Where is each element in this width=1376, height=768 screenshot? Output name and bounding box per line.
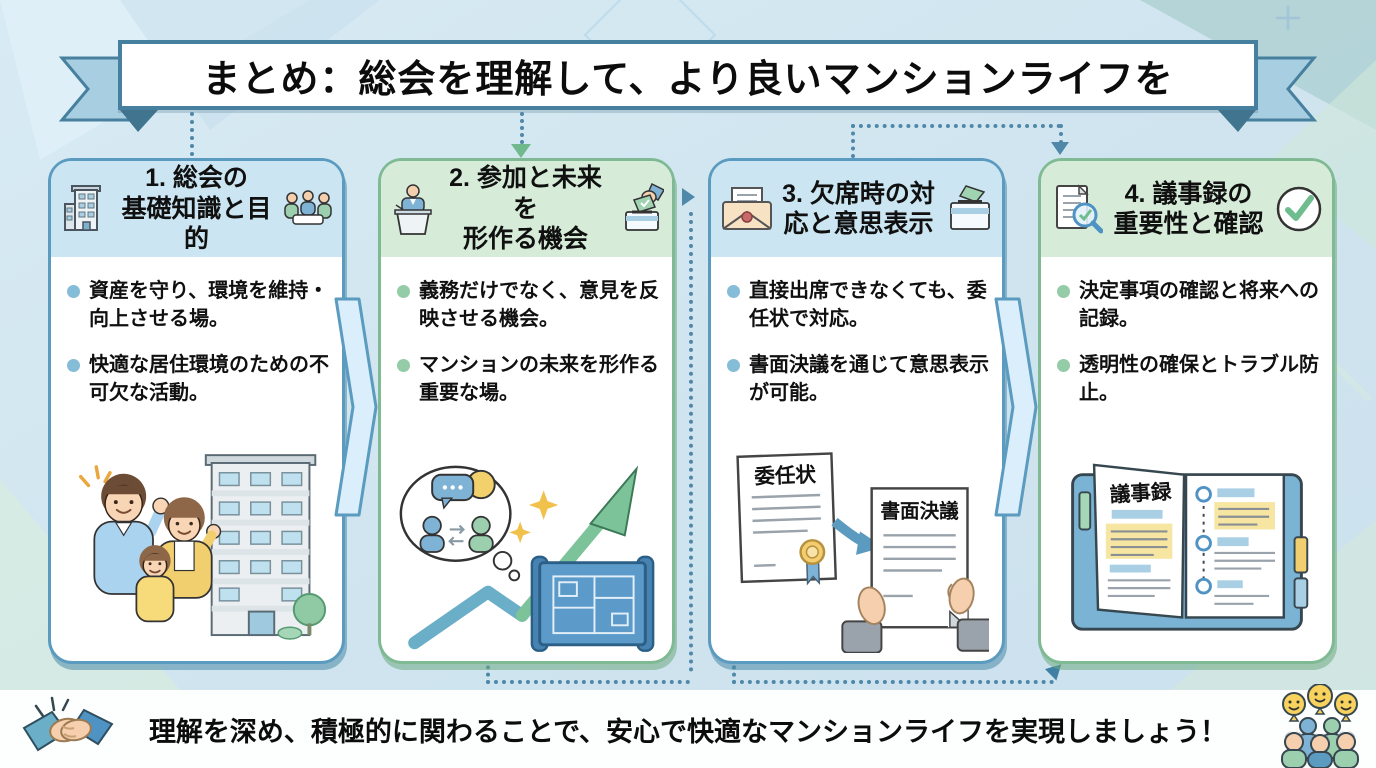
card-2-heading-line2: 形作る機会 [462,225,588,254]
footer-message: 理解を深め、積極的に関わることで、安心で快適なマンションライフを実現しましょう！ [148,716,1228,747]
card-2-header: 2. 参加と未来を 形作る機会 [381,161,672,257]
ballot-box-icon [942,182,994,236]
card-3-heading-line2: 応と意思表示 [783,210,934,238]
community-people-icon [1280,684,1360,768]
envelope-letter-icon [719,186,775,232]
arrow-down-card4-icon [1051,142,1069,155]
bullet-text: 直接出席できなくても、委任状で対応。 [749,280,987,331]
minutes-book-label: 議事録 [1109,480,1172,507]
card-3-bullet-list: 直接出席できなくても、委任状で対応。 書面決議を通じて意思表示が可能。 [711,257,1002,408]
card-1-heading-line1: 1. 総会の [145,164,248,193]
list-item: 直接出席できなくても、委任状で対応。 [727,277,992,334]
connector-banner-card2 [520,112,524,144]
list-item: 義務だけでなく、意見を反映させる機会。 [397,277,662,334]
card-3: 3. 欠席時の対 応と意思表示 直接出席できなくても、委任状で対応。 書面決議を… [708,158,1005,664]
proxy-doc-label: 委任状 [753,462,817,488]
card-3-heading-line1: 3. 欠席時の対 [782,179,935,208]
bullet-marker [1057,285,1070,298]
proxy-documents-illustration: 委任状 書面決議 [721,441,992,653]
bullet-marker [67,285,80,298]
bullet-marker [397,285,410,298]
connector-card3-bottom-stub [732,658,736,684]
card-2-bullet-list: 義務だけでなく、意見を反映させる機会。 マンションの未来を形作る重要な場。 [381,257,672,408]
list-item: 快適な居住環境のための不可欠な活動。 [67,351,332,408]
card-4-bullet-list: 決定事項の確認と将来への記録。 透明性の確保とトラブル防止。 [1041,257,1332,408]
footer-bar: 理解を深め、積極的に関わることで、安心で快適なマンションライフを実現しましょう！ [0,690,1376,768]
card-2-heading-line1: 2. 参加と未来を [449,164,602,223]
card-3-header: 3. 欠席時の対 応と意思表示 [711,161,1002,257]
card-4-heading-line1: 4. 議事録の [1124,179,1253,208]
page-title: まとめ：総会を理解して、より良いマンションライフを [202,58,1174,101]
card-2-heading: 2. 参加と未来を 形作る機会 [437,163,614,255]
bullet-text: 快適な居住環境のための不可欠な活動。 [89,353,329,405]
list-item: 書面決議を通じて意思表示が可能。 [727,351,992,408]
card-1: 1. 総会の 基礎知識と目的 資産を守り、環境を維持・向上させる場。 快適な居住… [48,158,345,664]
bullet-text: 義務だけでなく、意見を反映させる機会。 [419,280,659,331]
list-item: 資産を守り、環境を維持・向上させる場。 [67,277,332,334]
connector-card4-top-stub [1059,124,1063,144]
discussion-growth-illustration [391,441,662,653]
written-resolution-label: 書面決議 [880,500,959,523]
card-2: 2. 参加と未来を 形作る機会 義務だけでなく、意見を反映させる機会。 マンショ… [378,158,675,664]
bullet-text: 資産を守り、環境を維持・向上させる場。 [89,280,329,331]
handshake-icon [22,694,114,762]
list-item: マンションの未来を形作る重要な場。 [397,351,662,408]
bullet-text: マンションの未来を形作る重要な場。 [419,353,659,405]
bullet-marker [727,358,740,372]
document-magnifier-icon [1049,182,1103,236]
connector-card3-top-stub [851,124,855,158]
building-icon [59,182,111,236]
card-1-bullet-list: 資産を守り、環境を維持・向上させる場。 快適な居住環境のための不可欠な活動。 [51,257,342,408]
bullet-text: 透明性の確保とトラブル防止。 [1079,353,1319,405]
connector-banner-card1 [190,112,194,156]
connector-card2-loop [486,680,690,684]
bullet-marker [67,358,80,372]
card-1-header: 1. 総会の 基礎知識と目的 [51,161,342,257]
family-building-illustration [61,441,332,653]
card-3-heading: 3. 欠席時の対 応と意思表示 [775,179,942,240]
connector-card2-bottom-stub [486,658,490,684]
list-item: 透明性の確保とトラブル防止。 [1057,351,1322,408]
arrow-down-card2-icon [511,144,531,158]
card-4-heading-line2: 重要性と確認 [1113,210,1264,238]
bullet-marker [1057,358,1070,372]
card-1-heading: 1. 総会の 基礎知識と目的 [111,163,282,255]
connector-gap-card2-card3 [689,212,693,672]
minutes-notebook-illustration: 議事録 [1051,441,1322,653]
podium-speaker-icon [389,182,437,236]
card-4-heading: 4. 議事録の 重要性と確認 [1103,179,1274,240]
card-4-header: 4. 議事録の 重要性と確認 [1041,161,1332,257]
card-1-heading-line2: 基礎知識と目的 [121,194,272,254]
bullet-marker [397,358,410,372]
connector-card3-card4-bottom [732,680,1054,684]
title-banner: まとめ：総会を理解して、より良いマンションライフを [118,40,1258,110]
bullet-text: 書面決議を通じて意思表示が可能。 [749,353,989,405]
arrow-right-card3-icon [682,188,695,206]
bullet-marker [727,285,740,298]
connector-card3-card4-top [851,124,1061,128]
check-circle-icon [1274,184,1324,234]
bullet-text: 決定事項の確認と将来への記録。 [1079,280,1319,331]
card-4: 4. 議事録の 重要性と確認 決定事項の確認と将来への記録。 透明性の確保とトラ… [1038,158,1335,664]
list-item: 決定事項の確認と将来への記録。 [1057,277,1322,334]
ballot-hand-icon [614,182,664,236]
meeting-people-icon [282,188,334,230]
